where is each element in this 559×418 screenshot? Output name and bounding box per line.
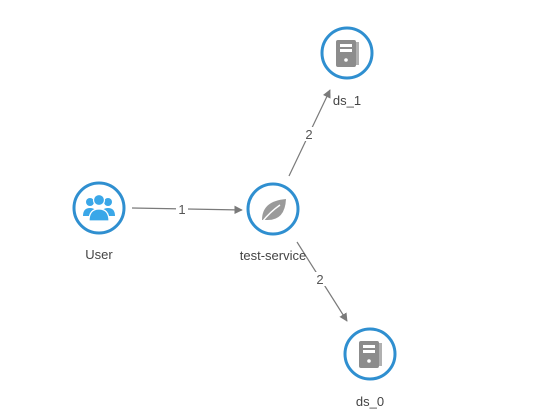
node-label: User [85,247,113,262]
leaf-icon [261,199,286,223]
edge-service-ds0[interactable]: 2 [296,241,348,322]
database-server-icon [336,40,359,67]
edge-label: 2 [305,127,312,142]
node-label: ds_1 [333,93,361,108]
edge-user-service[interactable]: 1 [131,202,243,217]
node-ds-1[interactable]: ds_1 [320,26,374,108]
node-ds-0[interactable]: ds_0 [343,327,397,409]
edge-label: 2 [316,272,323,287]
node-label: ds_0 [356,394,384,409]
edge-label: 1 [178,202,185,217]
node-label: test-service [240,248,306,263]
node-user[interactable]: User [72,181,126,262]
database-server-icon [359,341,382,368]
node-test-service[interactable]: test-service [240,182,306,263]
edge-label-bg [176,202,188,216]
edge-label-bg [303,127,315,141]
node-ring [72,181,126,235]
edge-service-ds1[interactable]: 2 [288,89,331,177]
edge-label-bg [314,272,326,286]
users-icon [83,193,115,222]
